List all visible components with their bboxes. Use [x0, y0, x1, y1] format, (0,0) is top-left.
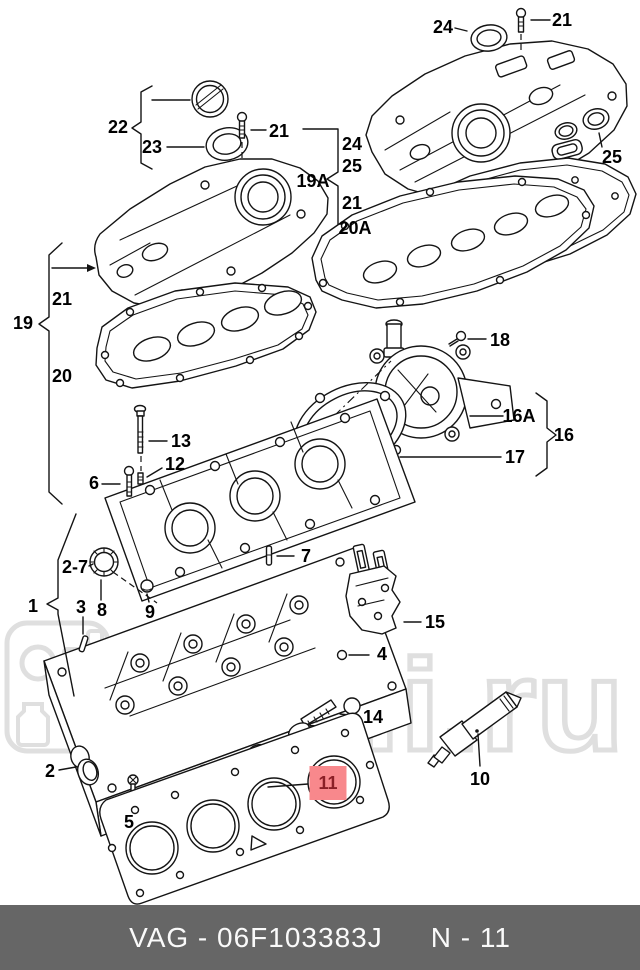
bolt-6	[123, 465, 135, 497]
cap-nut-9	[140, 579, 154, 593]
cover-gasket-right-lower	[311, 175, 595, 309]
bolt-21-right	[515, 7, 527, 33]
bracket-19	[38, 242, 63, 505]
sealant-tube-10	[427, 691, 522, 768]
dowel-pin-3	[78, 635, 89, 653]
dowel-pin-7	[265, 545, 273, 566]
footer-part-code: VAG - 06F103383J	[129, 921, 383, 953]
stud-12	[137, 472, 144, 485]
bracket-22	[131, 85, 153, 170]
cap-seal-ring	[205, 127, 249, 161]
camshaft-seal	[89, 547, 119, 577]
footer-page-ref: N - 11	[430, 921, 511, 953]
core-plug-2	[76, 758, 100, 786]
footer-bar: VAG - 06F103383J N - 11	[0, 905, 640, 970]
support-bracket-15	[345, 543, 401, 635]
ball-4	[336, 649, 348, 661]
seal-ring-24	[470, 24, 508, 52]
bolt-18	[448, 330, 467, 347]
bolt-5	[127, 774, 139, 792]
cover-gasket-left	[95, 282, 317, 389]
bracket-16	[535, 392, 557, 477]
leader-1	[46, 513, 77, 697]
bolt-13	[133, 404, 147, 454]
cam-carrier	[104, 398, 416, 602]
small-gaskets-25	[551, 108, 610, 160]
oil-filler-cap	[191, 80, 229, 118]
bolt-21-left	[236, 111, 248, 139]
